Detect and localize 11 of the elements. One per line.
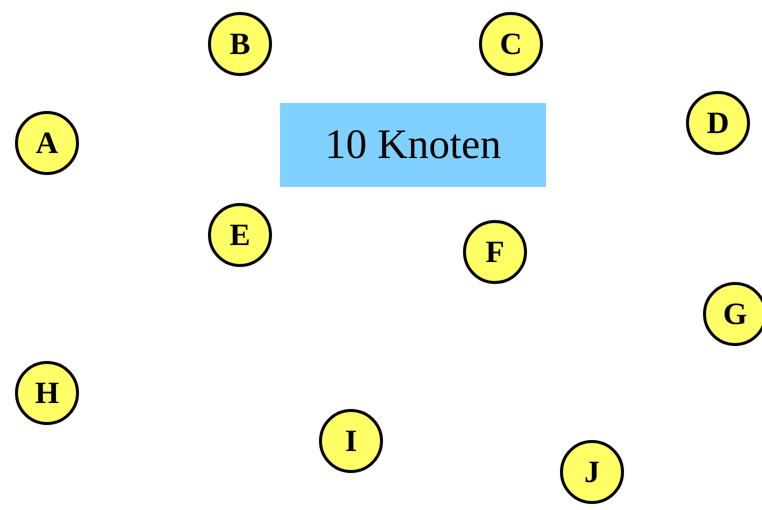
node-circle: A (15, 111, 79, 175)
node-circle: B (208, 12, 272, 76)
node-circle: F (463, 220, 527, 284)
node-circle: C (479, 12, 543, 76)
node-circle: J (560, 440, 624, 504)
node-circle: H (15, 361, 79, 425)
node-circle: D (686, 91, 750, 155)
node-circle: I (319, 409, 383, 473)
node-circle: G (703, 282, 762, 346)
node-circle: E (208, 203, 272, 267)
label-box: 10 Knoten (280, 103, 546, 187)
